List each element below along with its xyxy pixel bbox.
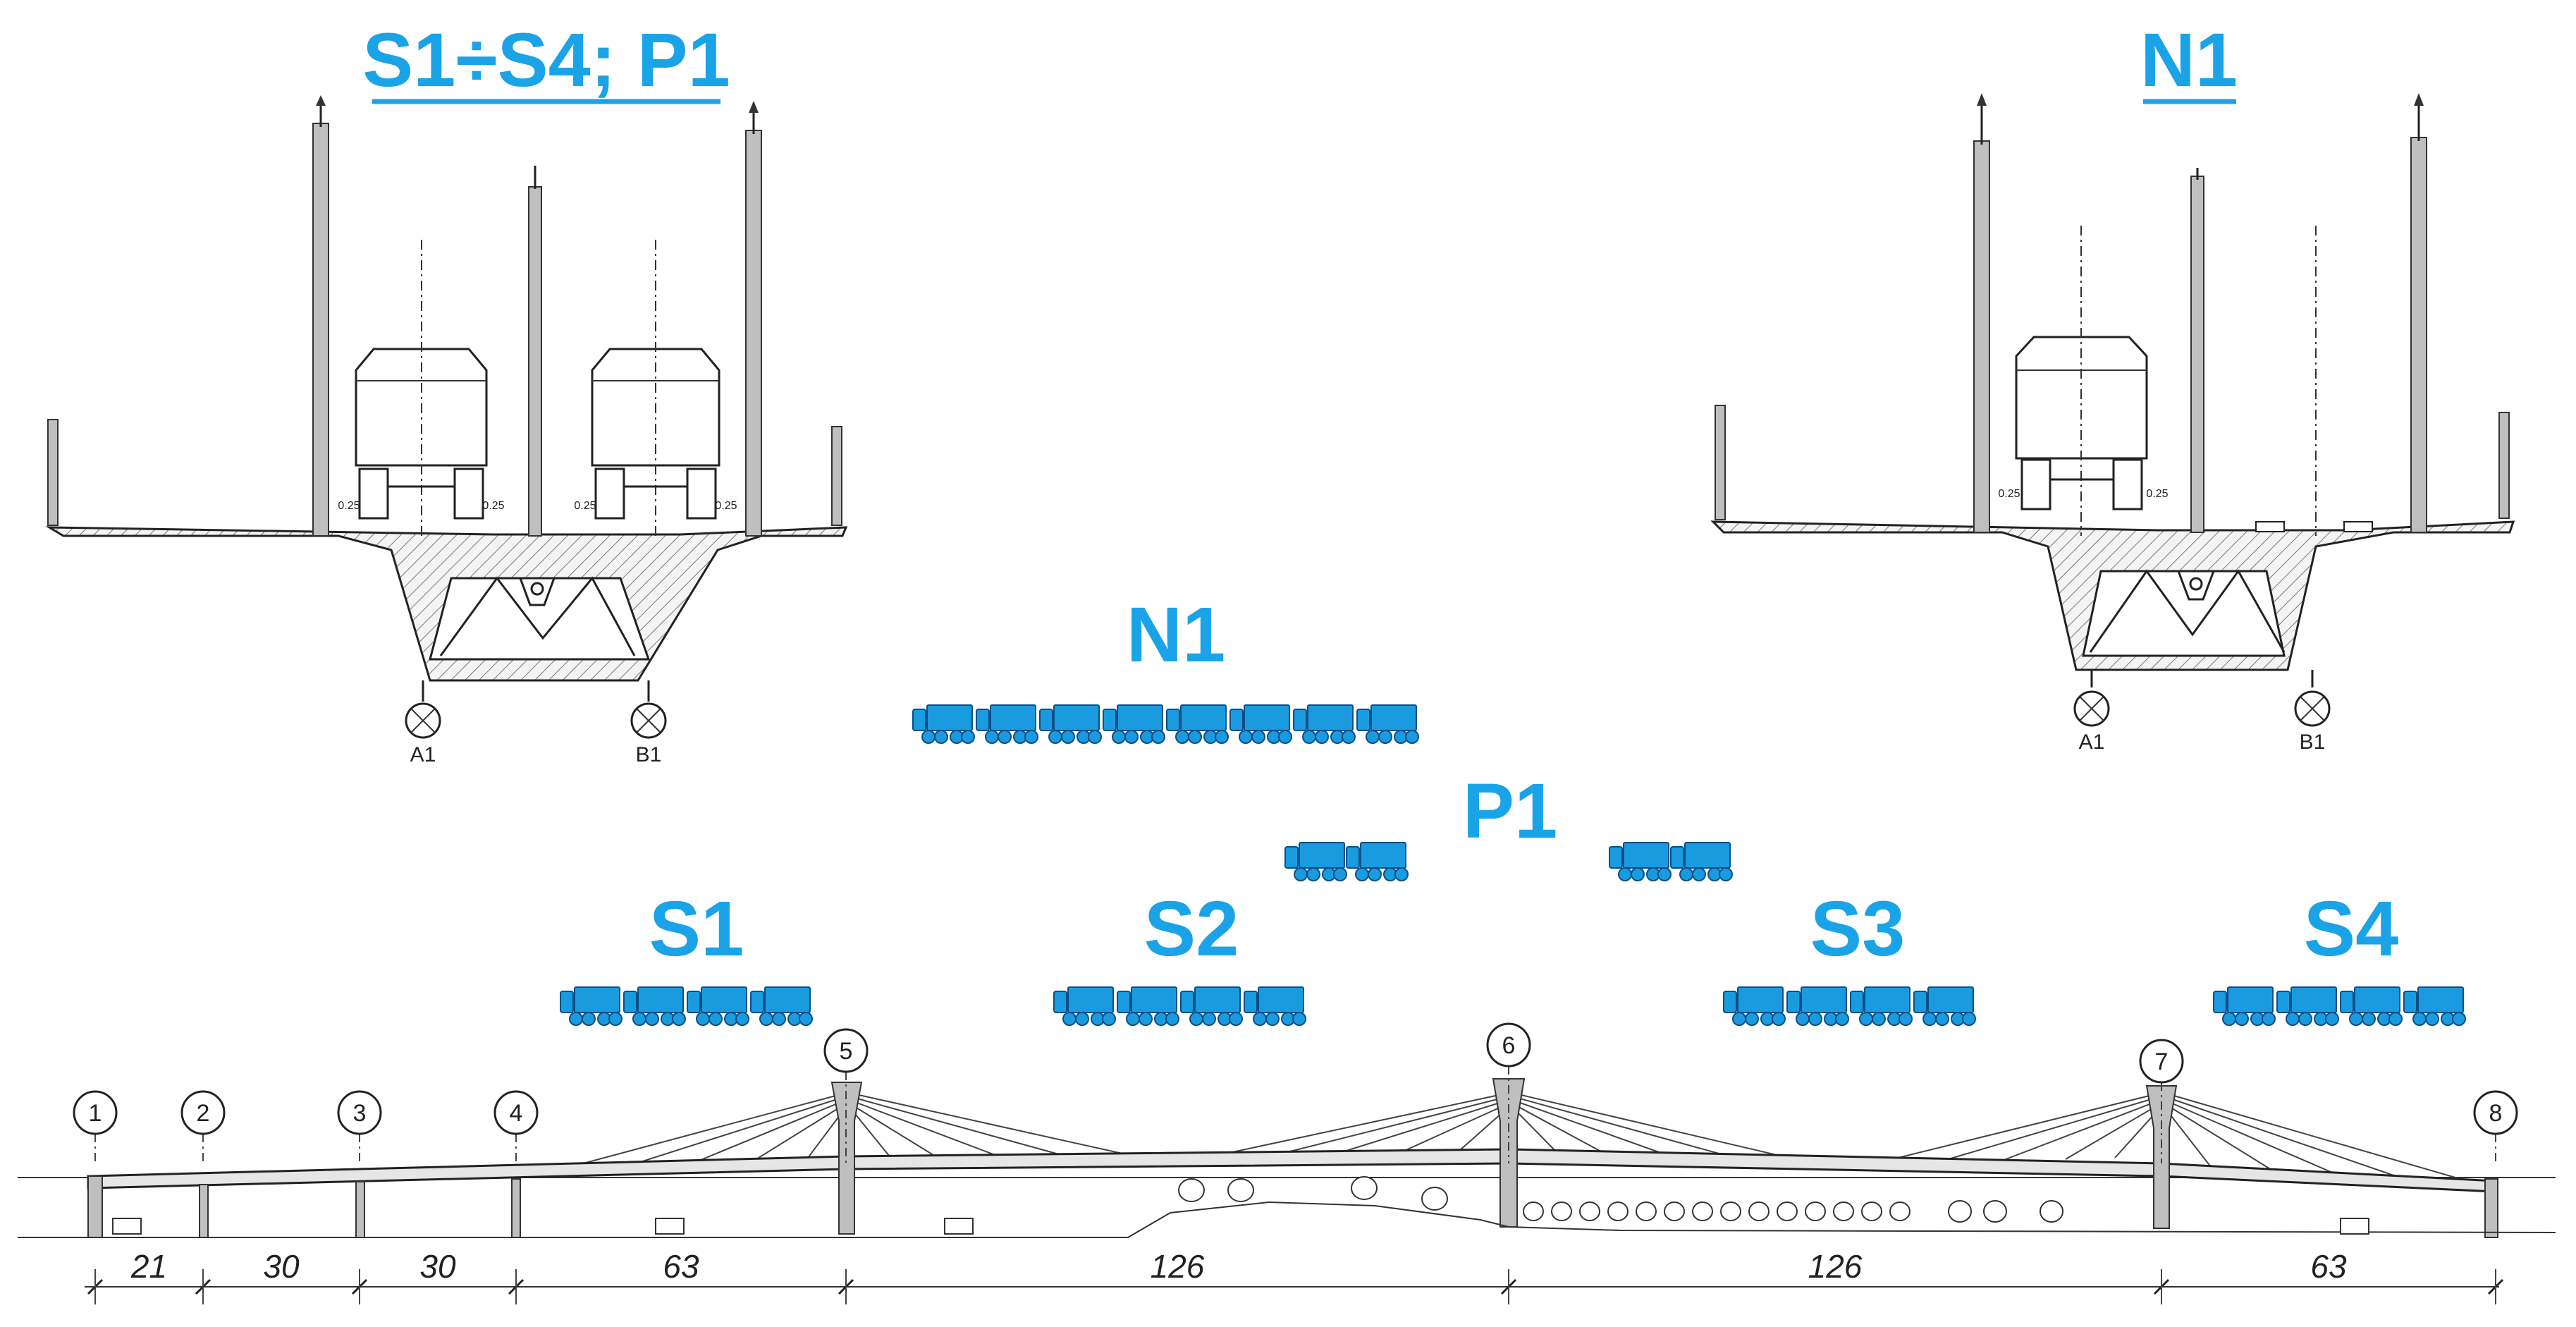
axis-label-5: 5 — [840, 1038, 853, 1065]
left-train-car-1 — [355, 240, 488, 536]
left-mast-3 — [745, 130, 762, 537]
axis-label-6: 6 — [1502, 1032, 1516, 1059]
right-section-title: N1 — [2140, 17, 2238, 102]
left-duct — [518, 577, 556, 606]
axis-marker-1: 1 — [73, 1090, 118, 1163]
span-length-6: 126 — [1808, 1248, 1863, 1285]
right-mast-2 — [2190, 176, 2204, 533]
left-offset-mark-1: 0.25 — [338, 500, 360, 512]
left-offset-mark-3: 0.25 — [574, 500, 596, 512]
truck-train-s4 — [2213, 986, 2466, 1026]
axis-marker-3: 3 — [337, 1090, 382, 1163]
truck-train-p1-left — [1284, 842, 1409, 881]
truck-train-s3 — [1723, 986, 1976, 1026]
axis-label-2: 2 — [197, 1100, 210, 1127]
load-case-n1-label: N1 — [1127, 592, 1226, 678]
bridge-deck — [87, 1148, 2497, 1193]
load-case-s1-label: S1 — [649, 886, 744, 972]
left-bearing-a1-label: A1 — [410, 743, 436, 766]
axis-label-8: 8 — [2489, 1100, 2503, 1127]
span-dimension-chain: 21 30 30 63 126 126 63 — [85, 1248, 2504, 1304]
right-train-car — [2015, 226, 2148, 536]
left-duct-circle — [530, 582, 544, 596]
right-offset-mark-2: 0.25 — [2146, 488, 2168, 500]
right-cross-section: N1 0.25 0.25 A1 — [1710, 17, 2515, 754]
riverbed-profile — [18, 1201, 2556, 1238]
stay-cables — [556, 1092, 2468, 1182]
axis-marker-5: 5 — [823, 1028, 869, 1163]
right-duct — [2176, 570, 2216, 601]
truck-train-s1 — [560, 986, 813, 1026]
left-box-void — [429, 577, 651, 661]
pier-2 — [199, 1184, 209, 1238]
axis-label-4: 4 — [510, 1100, 523, 1127]
left-box-struts — [439, 576, 636, 656]
truck-train-p1-right — [1609, 842, 1733, 881]
axis-label-3: 3 — [353, 1100, 367, 1127]
right-bearing-b1-label: B1 — [2300, 730, 2326, 754]
left-section-title: S1÷S4; P1 — [362, 17, 730, 102]
span-length-3: 30 — [419, 1248, 456, 1285]
span-length-2: 30 — [263, 1248, 300, 1285]
riverbed-boulders — [112, 1176, 2369, 1235]
load-case-s4-label: S4 — [2304, 886, 2399, 972]
left-mast-1 — [312, 123, 329, 537]
right-mast-1 — [1973, 140, 1990, 533]
axis-marker-2: 2 — [180, 1090, 226, 1163]
truck-train-s2 — [1053, 986, 1306, 1026]
load-case-s3-label: S3 — [1810, 886, 1906, 972]
left-mast-2 — [528, 186, 542, 537]
abutment-8 — [2484, 1178, 2498, 1238]
span-length-7: 63 — [2310, 1248, 2347, 1285]
axis-label-7: 7 — [2155, 1048, 2169, 1075]
left-offset-mark-4: 0.25 — [715, 500, 737, 512]
span-length-4: 63 — [663, 1248, 699, 1285]
axis-marker-8: 8 — [2473, 1090, 2518, 1163]
right-offset-mark-1: 0.25 — [1998, 488, 2020, 500]
axis-label-1: 1 — [89, 1100, 102, 1127]
left-cross-section: S1÷S4; P1 — [45, 17, 848, 766]
right-bearing-a1-label: A1 — [2079, 730, 2105, 754]
left-offset-mark-2: 0.25 — [482, 500, 504, 512]
axis-marker-6: 6 — [1486, 1022, 1531, 1163]
pylon-7 — [2145, 1085, 2178, 1229]
load-case-p1-label: P1 — [1463, 768, 1558, 855]
left-railing-right — [831, 426, 842, 526]
truck-train-n1 — [912, 704, 1419, 744]
span-length-5: 126 — [1151, 1248, 1205, 1285]
right-box-struts — [2089, 569, 2286, 653]
right-duct-circle — [2189, 577, 2203, 591]
pier-4 — [511, 1178, 521, 1238]
left-train-car-2 — [591, 240, 720, 536]
axis-marker-4: 4 — [493, 1090, 539, 1163]
bridge-elevation — [18, 1078, 2556, 1238]
abutment-1 — [87, 1175, 103, 1238]
left-bearing-b1-label: B1 — [636, 743, 662, 766]
left-railing-left — [47, 419, 59, 526]
load-case-s2-label: S2 — [1144, 886, 1239, 972]
right-mast-3 — [2410, 137, 2427, 533]
pier-3 — [355, 1181, 365, 1238]
span-length-1: 21 — [130, 1248, 167, 1285]
axis-marker-7: 7 — [2139, 1039, 2184, 1163]
right-railing-right — [2498, 412, 2510, 519]
right-railing-left — [1715, 405, 1726, 520]
pylon-5 — [830, 1082, 863, 1235]
axis-markers: 1 2 3 4 5 6 7 8 — [73, 1022, 2518, 1163]
